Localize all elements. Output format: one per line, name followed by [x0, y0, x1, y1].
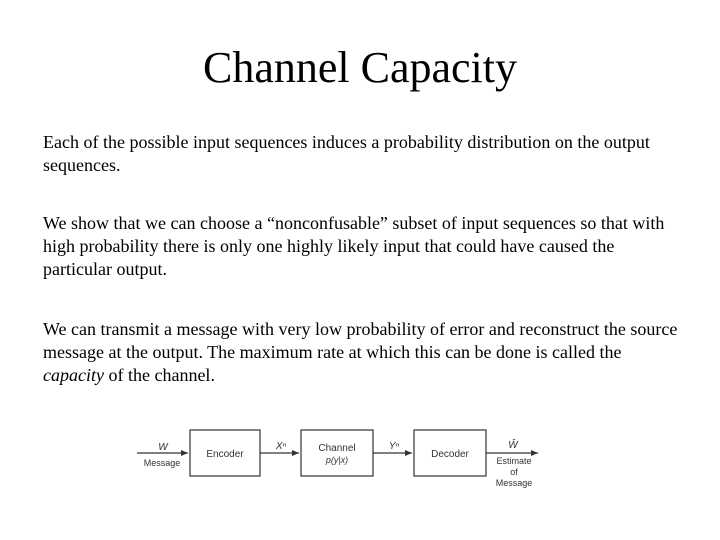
channel-box	[300, 429, 374, 477]
paragraph-input-sequences: Each of the possible input sequences ind…	[43, 132, 650, 175]
capacity-emphasis: capacity	[43, 365, 104, 385]
output-label-line3: Message	[496, 478, 533, 488]
input-label: Message	[144, 458, 181, 468]
communication-system-diagram: W Message Encoder Xⁿ Channel p(y|x) Yⁿ D…	[137, 429, 538, 488]
paragraph-nonconfusable-subset: We show that we can choose a “nonconfusa…	[43, 213, 665, 279]
decoder-label: Decoder	[431, 449, 469, 460]
paragraph-capacity-text-start: We can transmit a message with very low …	[43, 319, 678, 362]
paragraph-capacity-text-end: of the channel.	[103, 365, 215, 385]
output-label-line2: of	[510, 467, 518, 477]
channel-output-symbol: Yⁿ	[389, 441, 400, 452]
channel-law: p(y|x)	[325, 455, 348, 465]
input-symbol: W	[158, 442, 169, 453]
decoder-box	[413, 429, 487, 477]
slide-title: Channel Capacity	[202, 43, 517, 92]
encoder-output-symbol: Xⁿ	[275, 441, 287, 452]
output-label-line1: Estimate	[496, 456, 531, 466]
paragraph-capacity: We can transmit a message with very low …	[43, 318, 683, 387]
output-symbol: Ŵ	[508, 438, 519, 451]
channel-label: Channel	[318, 443, 355, 454]
encoder-label: Encoder	[206, 449, 244, 460]
